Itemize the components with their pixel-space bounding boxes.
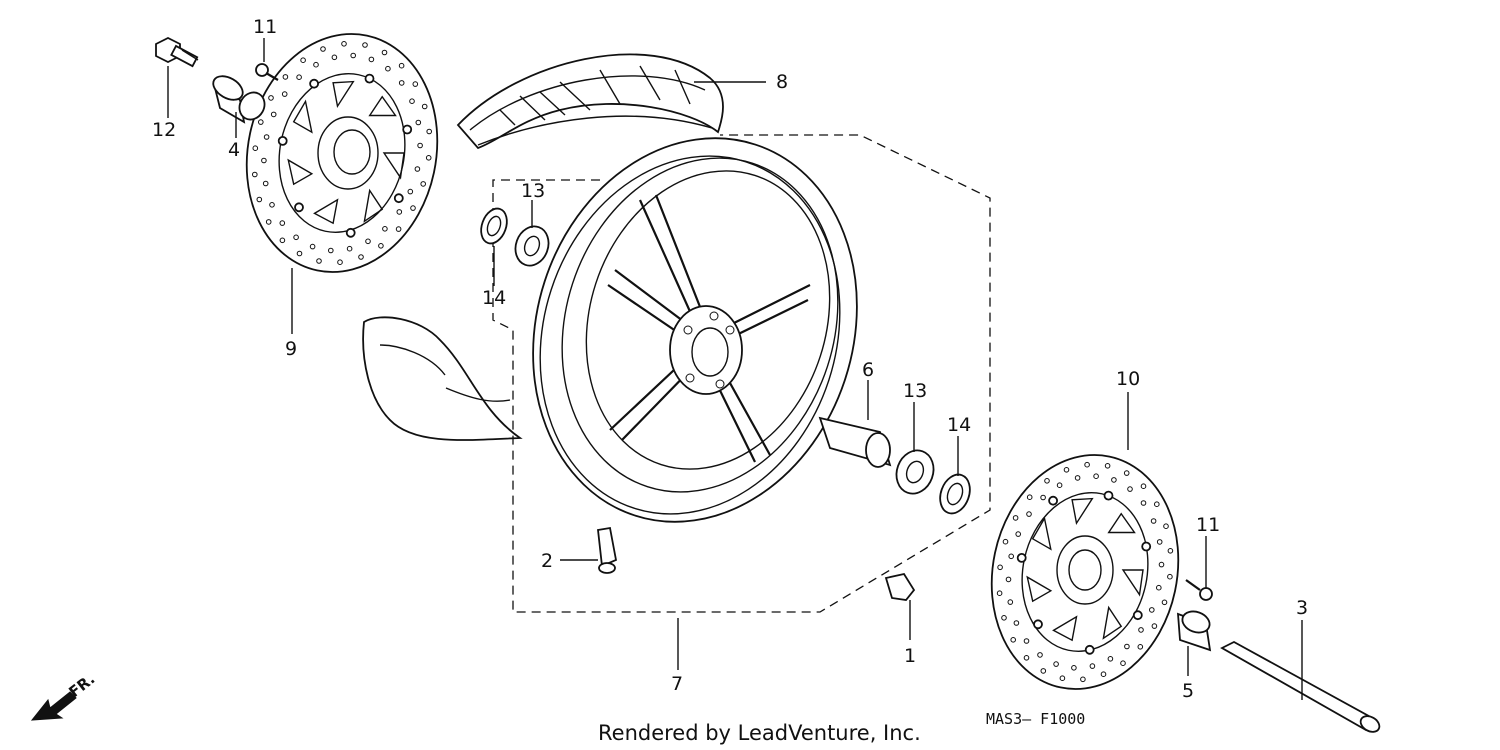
axle (1220, 640, 1381, 733)
tire-valve (597, 526, 618, 574)
part-labels: 11 12 4 9 8 13 14 6 13 14 2 7 1 10 11 3 … (152, 16, 1308, 702)
label-14-bottom: 14 (947, 414, 971, 436)
front-direction-arrow-icon: FR. (30, 670, 98, 721)
label-8: 8 (776, 71, 788, 93)
label-10: 10 (1116, 368, 1140, 390)
dust-seal-lower (939, 473, 971, 515)
label-4: 4 (228, 139, 240, 161)
credit-text: Rendered by LeadVenture, Inc. (598, 721, 921, 745)
tire (362, 53, 724, 441)
wheel-rim (532, 137, 858, 523)
label-6: 6 (862, 359, 874, 381)
label-12: 12 (152, 119, 176, 141)
label-11-bottom: 11 (1196, 514, 1220, 536)
label-9: 9 (285, 338, 297, 360)
label-2: 2 (541, 550, 553, 572)
left-brake-disc (245, 33, 439, 273)
small-screw-right (1185, 579, 1213, 601)
bearing-upper (514, 225, 550, 267)
label-13-bottom: 13 (903, 380, 927, 402)
label-11-top: 11 (253, 16, 277, 38)
dust-seal-upper (480, 207, 508, 245)
speed-sensor-clip (884, 572, 916, 601)
collar-right (1176, 610, 1212, 652)
diagram-code: MAS3— F1000 (986, 710, 1085, 728)
label-3: 3 (1296, 597, 1308, 619)
label-14-top: 14 (482, 287, 506, 309)
right-brake-disc (990, 454, 1180, 690)
distance-collar (818, 416, 892, 468)
small-screw-left (255, 63, 279, 81)
flange-bolt (155, 36, 199, 68)
leader-lines (167, 38, 1303, 700)
assembly-outline (492, 134, 991, 613)
label-7: 7 (671, 673, 683, 695)
label-13-top: 13 (521, 180, 545, 202)
label-5: 5 (1182, 680, 1194, 702)
label-1: 1 (904, 645, 916, 667)
bearing-lower (895, 449, 935, 495)
